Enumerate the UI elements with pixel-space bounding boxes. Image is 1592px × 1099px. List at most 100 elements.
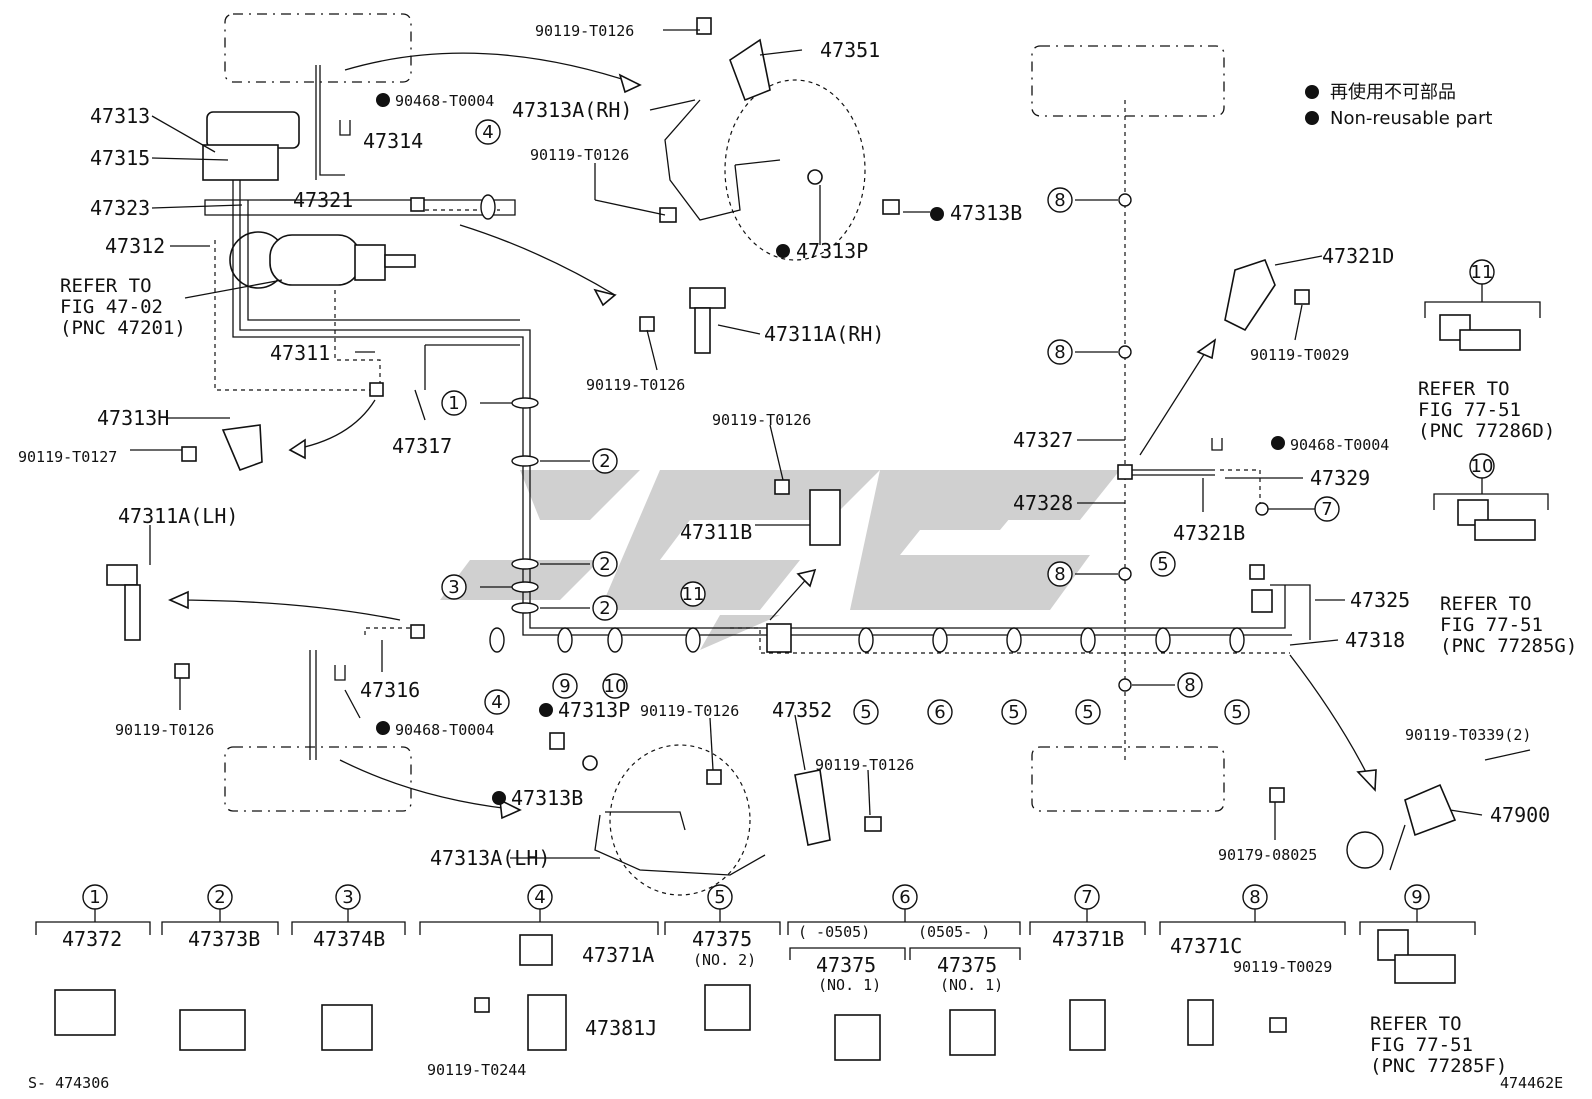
callout-6: 6 [934, 702, 945, 723]
label-bolt-0126-mid: 90119-T0126 [530, 146, 629, 164]
clamp-sketch-9b [1394, 954, 1456, 984]
clamp-key-2: 2 [214, 887, 225, 908]
legend-dot-ja [1305, 85, 1319, 99]
clamp-note-no1-a: (NO. 1) [818, 976, 881, 994]
ref-11-l3: (PNC 77286D) [1418, 420, 1555, 442]
label-47313A-LH: 47313A(LH) [430, 846, 550, 870]
label-clip-0004-right: 90468-T0004 [1290, 436, 1389, 454]
dot-90468-bot [376, 721, 390, 735]
clamp-part-47371B: 47371B [1052, 927, 1124, 951]
clamp-part-47375-no2: 47375 [692, 927, 752, 951]
clamp-bolt-0029: 90119-T0029 [1233, 958, 1332, 976]
ref-4702-l3: (PNC 47201) [60, 317, 186, 339]
ref-10-l2: FIG 77-51 [1440, 614, 1543, 636]
clamp-key-4: 4 [534, 887, 545, 908]
master-cylinder [202, 111, 416, 289]
label-47321B: 47321B [1173, 521, 1245, 545]
ref-10-l3: (PNC 77285G) [1440, 635, 1577, 657]
label-47311B: 47311B [680, 520, 752, 544]
callout-8d: 8 [1184, 675, 1195, 696]
label-47327: 47327 [1013, 428, 1073, 452]
clamp-key-3: 3 [342, 887, 353, 908]
label-47318: 47318 [1345, 628, 1405, 652]
callout-10-side: 10 [1471, 456, 1494, 477]
ref-11-l1: REFER TO [1418, 378, 1510, 400]
clamp-sketch-8a [1187, 999, 1214, 1046]
clamp-note-no2: (NO. 2) [693, 951, 756, 969]
ref-11-l2: FIG 77-51 [1418, 399, 1521, 421]
label-bolt-0126-top: 90119-T0126 [535, 22, 634, 40]
label-47321: 47321 [293, 188, 353, 212]
callout-9: 9 [559, 676, 570, 697]
refer-notes: REFER TO FIG 47-02 (PNC 47201) REFER TO … [60, 275, 1577, 1077]
legend-en: Non-reusable part [1330, 108, 1492, 129]
callout-5b: 5 [1008, 702, 1019, 723]
label-47328: 47328 [1013, 491, 1073, 515]
label-47313P-bot: 47313P [558, 698, 630, 722]
label-47325: 47325 [1350, 588, 1410, 612]
callout-2a: 2 [599, 451, 610, 472]
callout-11: 11 [682, 584, 705, 605]
clamp-part-47373B: 47373B [188, 927, 260, 951]
label-bolt-0029: 90119-T0029 [1250, 346, 1349, 364]
label-47351: 47351 [820, 38, 880, 62]
label-47315: 47315 [90, 146, 150, 170]
clamp-key-8: 8 [1249, 887, 1260, 908]
callout-11-side: 11 [1471, 262, 1494, 283]
label-47313B-bot: 47313B [511, 786, 583, 810]
label-47313P-top: 47313P [796, 239, 868, 263]
label-47352: 47352 [772, 698, 832, 722]
label-47329: 47329 [1310, 466, 1370, 490]
brake-line-harness [204, 65, 1311, 760]
clamp-sketch-4c [474, 997, 490, 1013]
callout-2c: 2 [599, 598, 610, 619]
clamp-part-47381J: 47381J [585, 1016, 657, 1040]
frame-top-right [1031, 45, 1225, 117]
label-47321D: 47321D [1322, 244, 1394, 268]
clamp-sketch-3 [321, 1004, 373, 1051]
clamp-key-1: 1 [89, 887, 100, 908]
non-reusable-dots [376, 85, 1319, 805]
leader-lines [130, 29, 1483, 859]
ref-9-l2: FIG 77-51 [1370, 1034, 1473, 1056]
label-bolt-0126-center: 90119-T0126 [712, 411, 811, 429]
ref-4702-l2: FIG 47-02 [60, 296, 163, 318]
label-47311A-LH: 47311A(LH) [118, 504, 238, 528]
frame-bottom-right [1031, 746, 1225, 812]
ref-9-l3: (PNC 77285F) [1370, 1055, 1507, 1077]
clamp-part-47375-no1-a: 47375 [816, 953, 876, 977]
dot-47313P-top [776, 244, 790, 258]
code-bottom-right: 474462E [1500, 1074, 1563, 1092]
clamp-part-47371C: 47371C [1170, 934, 1242, 958]
dot-90468-top [376, 93, 390, 107]
ref-4702-l1: REFER TO [60, 275, 152, 297]
clamp-sketch-4a [519, 934, 553, 966]
label-47317: 47317 [392, 434, 452, 458]
clamp-sketch-1 [54, 989, 116, 1036]
dot-90468-right [1271, 436, 1285, 450]
dot-47313B-top [930, 207, 944, 221]
callout-10: 10 [604, 676, 627, 697]
clamp-range-b: (0505- ) [918, 923, 990, 941]
label-bolt-0126-bot2: 90119-T0126 [815, 756, 914, 774]
callout-5d: 5 [1157, 554, 1168, 575]
label-47316: 47316 [360, 678, 420, 702]
label-47313B-top: 47313B [950, 201, 1022, 225]
callout-8a: 8 [1054, 190, 1065, 211]
ref-10-l1: REFER TO [1440, 593, 1532, 615]
label-bolt-08025: 90179-08025 [1218, 846, 1317, 864]
callout-3: 3 [448, 577, 459, 598]
callout-1: 1 [448, 393, 459, 414]
ref-9-l1: REFER TO [1370, 1013, 1462, 1035]
callout-4-top: 4 [482, 122, 493, 143]
clamp-sketch-6b [949, 1009, 996, 1056]
clamp-part-47374B: 47374B [313, 927, 385, 951]
callout-8c: 8 [1054, 564, 1065, 585]
direction-arrows [168, 52, 1377, 820]
label-47323: 47323 [90, 196, 150, 220]
clamp-sketch-4b [527, 994, 567, 1051]
component-sketches [106, 17, 1536, 896]
callout-4-bot: 4 [491, 692, 502, 713]
